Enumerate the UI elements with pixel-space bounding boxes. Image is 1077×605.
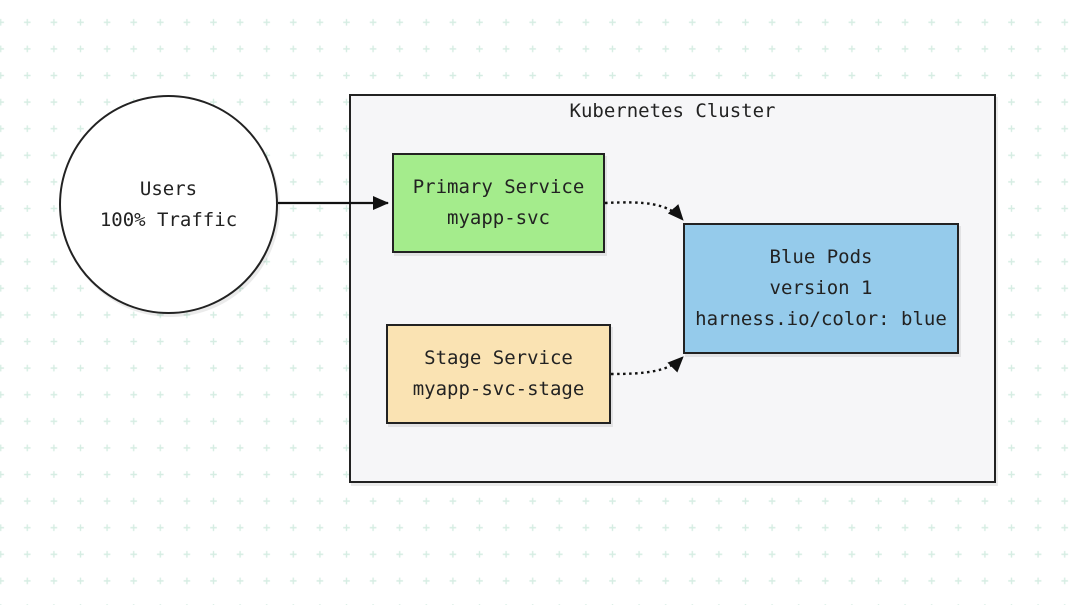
- primary-service-label: Primary Service: [412, 176, 585, 198]
- blue-pods-label: Blue Pods: [769, 246, 873, 268]
- stage-service-name: myapp-svc-stage: [412, 378, 585, 400]
- users-traffic-label: 100% Traffic: [99, 208, 238, 231]
- blue-pods-node[interactable]: Blue Pods version 1 harness.io/color: bl…: [683, 223, 959, 354]
- blue-pods-color-label: harness.io/color: blue: [695, 308, 947, 330]
- primary-service-name: myapp-svc: [447, 207, 550, 229]
- primary-service-node[interactable]: Primary Service myapp-svc: [392, 153, 605, 253]
- cluster-title: Kubernetes Cluster: [569, 100, 776, 122]
- stage-service-label: Stage Service: [424, 347, 573, 369]
- users-label: Users: [139, 177, 198, 200]
- blue-pods-version: version 1: [769, 277, 873, 299]
- edge-stage-to-bluepods: [610, 356, 684, 376]
- edge-primary-to-bluepods: [604, 201, 684, 221]
- stage-service-node[interactable]: Stage Service myapp-svc-stage: [386, 324, 611, 424]
- users-node[interactable]: Users 100% Traffic: [59, 95, 278, 314]
